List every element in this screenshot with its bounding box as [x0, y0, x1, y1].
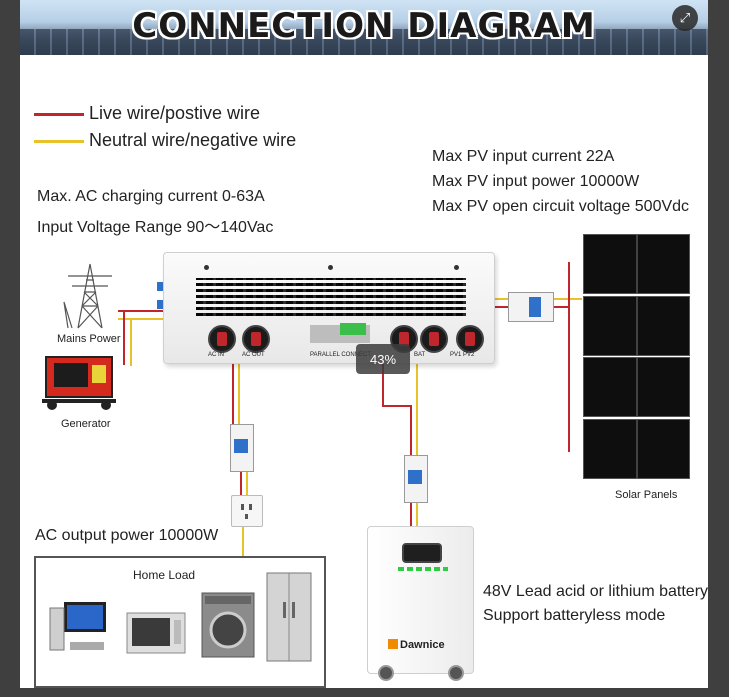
bat-positive-wire-low	[410, 500, 412, 526]
computer-icon	[49, 602, 106, 651]
batteryless-spec: Support batteryless mode	[483, 607, 666, 624]
outlet-live-wire	[240, 470, 242, 495]
hybrid-inverter: AC IN AC OUT PARALLEL CONNECT BAT PV1 PV…	[163, 252, 495, 364]
pv-positive-wire-2	[552, 306, 570, 308]
solar-panel	[583, 234, 690, 294]
battery-spec: 48V Lead acid or lithium battery	[483, 583, 708, 600]
ac-charging-spec: Max. AC charging current 0-63A	[37, 188, 265, 205]
terminal-block	[340, 323, 366, 335]
pv-current-spec: Max PV input current 22A	[432, 148, 615, 165]
home-load-label: Home Load	[133, 568, 196, 582]
solar-panel	[583, 419, 690, 479]
solar-panel	[583, 296, 690, 356]
battery-breaker	[404, 455, 428, 503]
ac-in-port	[208, 325, 236, 353]
generator-icon	[42, 356, 116, 410]
pv-power-spec: Max PV input power 10000W	[432, 173, 640, 190]
load-wire	[242, 525, 244, 556]
pv-string-wire	[568, 262, 570, 452]
washing-machine-icon	[201, 592, 255, 658]
neutral-wire-legend-label: Neutral wire/negative wire	[89, 130, 297, 150]
parallel-label: PARALLEL CONNECT	[310, 352, 372, 358]
side-connector	[157, 300, 163, 309]
battery-brand-text: Dawnice	[400, 639, 445, 651]
generator-label: Generator	[61, 418, 111, 430]
expand-icon[interactable]: ⤢	[672, 5, 698, 31]
banner-title: CONNECTION DIAGRAM	[132, 6, 596, 46]
ac-output-spec: AC output power 10000W	[35, 527, 219, 544]
input-voltage-spec: Input Voltage Range 90～140Vac	[37, 219, 274, 236]
acout-live-wire	[232, 352, 234, 424]
pv-voltage-spec: Max PV open circuit voltage 500Vdc	[432, 198, 690, 215]
generator-neutral-wire	[130, 318, 132, 366]
zoom-level-badge: 43%	[356, 344, 410, 374]
pv-isolator	[508, 292, 554, 322]
bat-label: BAT	[414, 352, 426, 358]
diagram-image: CONNECTION DIAGRAM Live wire/postive wir…	[20, 0, 708, 688]
battery-display	[402, 543, 442, 563]
power-tower-icon	[63, 263, 112, 329]
refrigerator-icon	[266, 572, 312, 662]
bat-positive-wire-h	[382, 405, 412, 407]
bat-negative-wire	[416, 352, 418, 455]
generator-live-wire	[123, 310, 125, 365]
ac-out-port	[242, 325, 270, 353]
battery-brand: Dawnice	[388, 639, 445, 651]
brand-logo-icon	[388, 639, 398, 649]
pv-label: PV1 PV2	[450, 352, 475, 358]
side-connector	[157, 282, 163, 291]
bat-positive-wire	[382, 352, 384, 407]
wheel-icon	[378, 665, 394, 681]
ac-output-breaker	[230, 424, 254, 472]
acout-neutral-wire	[238, 352, 240, 424]
mains-neutral-wire	[118, 318, 200, 320]
ac-out-label: AC OUT	[242, 352, 265, 358]
battery-unit: Dawnice	[367, 526, 474, 681]
microwave-icon	[126, 612, 186, 654]
screw	[204, 265, 209, 270]
bat-minus-port	[420, 325, 448, 353]
wall-outlet-icon	[231, 495, 263, 527]
screw	[328, 265, 333, 270]
home-load-box: Home Load	[34, 556, 326, 688]
solar-panel	[583, 357, 690, 417]
solar-panels-label: Solar Panels	[615, 489, 678, 501]
header-banner: CONNECTION DIAGRAM	[20, 0, 708, 55]
mains-live-wire	[118, 310, 200, 312]
pv-port	[456, 325, 484, 353]
live-wire-legend-swatch	[34, 113, 84, 116]
neutral-wire-legend-swatch	[34, 140, 84, 143]
live-wire-legend-label: Live wire/postive wire	[89, 103, 261, 123]
solar-field-backdrop	[20, 29, 708, 55]
wheel-icon	[448, 665, 464, 681]
outlet-neutral-wire	[246, 470, 248, 495]
bat-negative-wire-low	[416, 500, 418, 526]
bat-positive-wire-down	[410, 405, 412, 455]
mains-power-label: Mains Power	[57, 333, 121, 345]
battery-level-leds	[398, 567, 448, 571]
pv-negative-wire-2	[552, 298, 582, 300]
vent-grille	[196, 278, 466, 316]
ac-in-label: AC IN	[208, 352, 225, 358]
screw	[454, 265, 459, 270]
